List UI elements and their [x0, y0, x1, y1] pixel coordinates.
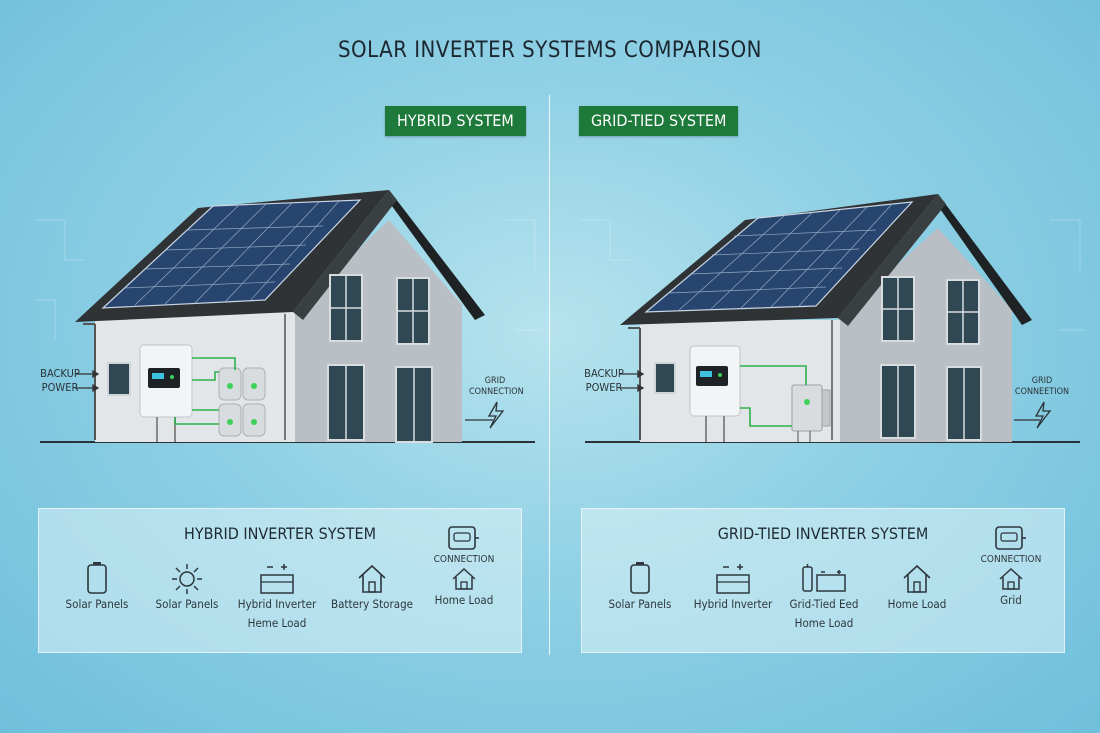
legend-item: CONNECTION Home Load — [414, 525, 514, 610]
legend-item: Hybrid Inverter — [683, 563, 783, 614]
legend-item: Solar Panels — [590, 561, 690, 614]
house-icon — [358, 564, 386, 593]
meter-icon — [995, 526, 1026, 550]
inverter-icon — [260, 564, 294, 594]
grid-tied-system-badge: GRID-TIED SYSTEM — [579, 106, 739, 136]
battery-icon — [630, 562, 650, 594]
panel-title: GRID-TIED INVERTER SYSTEM — [717, 524, 929, 543]
string-inverter-unit — [689, 345, 741, 442]
sun-icon — [172, 564, 202, 594]
solar-panel-array — [644, 201, 914, 313]
panel-title: HYBRID INVERTER SYSTEM — [184, 524, 376, 543]
house-icon — [903, 564, 931, 593]
battery-icon — [87, 562, 107, 594]
grid-tied-house-illustration — [580, 180, 1090, 460]
grid-tied-icon — [802, 564, 846, 592]
legend-item: Solar Panels — [47, 561, 147, 614]
hybrid-inverter-unit — [139, 344, 193, 442]
inverter-icon — [716, 564, 750, 594]
legend-item: Grid-Tied Eed Home Load — [774, 563, 874, 633]
backup-power-label-left: BACKUP POWER — [40, 367, 80, 394]
solar-panel-array — [101, 199, 362, 309]
hybrid-system-badge: HYBRID SYSTEM — [385, 106, 526, 136]
meter-icon — [448, 526, 479, 550]
hybrid-house-illustration — [35, 180, 545, 460]
legend-item: Home Load — [867, 563, 967, 614]
legend-item: Battery Storage — [322, 563, 422, 614]
battery-storage-units — [218, 367, 266, 437]
house-icon — [452, 567, 476, 590]
grid-connection-label-left: GRID CONNECTION — [469, 376, 524, 397]
house-icon — [999, 567, 1023, 590]
page-title: SOLAR INVERTER SYSTEMS COMPARISON — [337, 38, 762, 63]
legend-item: CONNECTION Grid — [961, 525, 1061, 610]
grid-tied-meter-box — [791, 384, 831, 442]
legend-item: Solar Panels — [137, 563, 237, 614]
grid-connection-label-right: GRID CONNEETION — [1014, 376, 1070, 397]
legend-item: Hybrid Inverter Heme Load — [227, 563, 327, 633]
center-divider — [549, 95, 550, 655]
hybrid-system-legend-panel: HYBRID INVERTER SYSTEM Solar Panels Sola… — [38, 508, 522, 653]
grid-tied-system-legend-panel: GRID-TIED INVERTER SYSTEM Solar Panels H… — [581, 508, 1065, 653]
backup-power-label-right: BACKUP POWER — [584, 367, 624, 394]
